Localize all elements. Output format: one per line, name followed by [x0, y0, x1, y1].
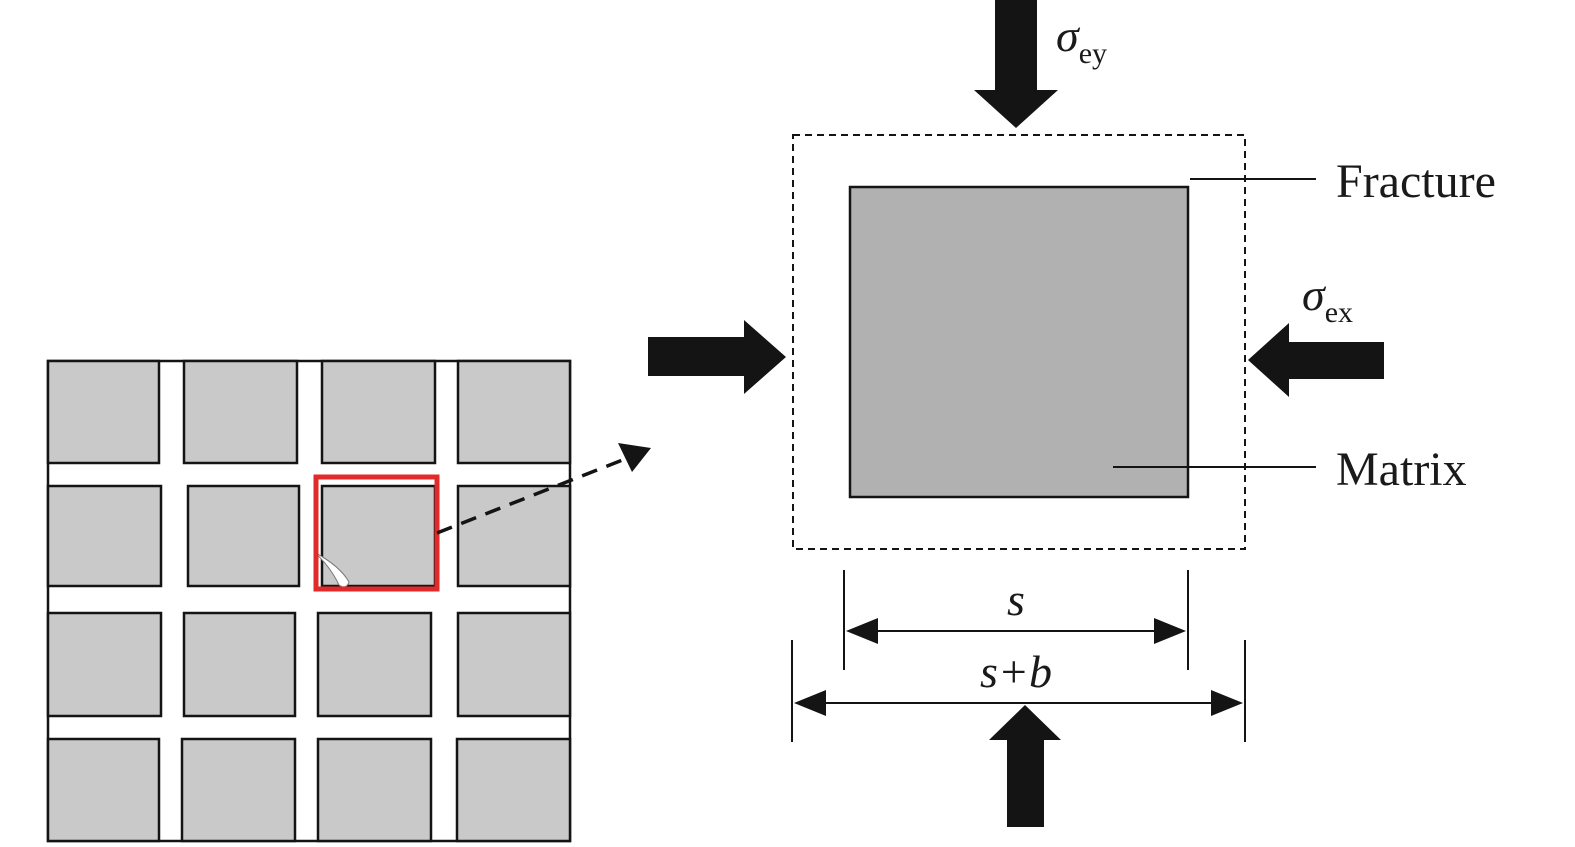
fracture-boundary [792, 134, 1246, 550]
matrix-block [182, 611, 297, 718]
stress-arrow-right [1248, 323, 1384, 397]
dim-sb-arrow-left [794, 690, 826, 716]
fractured-rock-grid [46, 359, 572, 843]
matrix-block-detail [848, 185, 1190, 499]
sigma-ex-label: σex [1302, 269, 1353, 329]
stress-arrow-bottom [989, 705, 1061, 827]
matrix-block [186, 484, 301, 588]
stress-arrow-left [648, 320, 786, 394]
dimension-s-plus-b [791, 640, 1246, 742]
stress-arrows [648, 0, 1384, 827]
dimension-s [843, 570, 1189, 670]
matrix-block [182, 359, 299, 465]
matrix-block [180, 737, 297, 843]
dim-s-arrow-left [846, 618, 878, 644]
matrix-block [320, 359, 437, 465]
dim-sb-label: s+b [980, 646, 1052, 697]
zoom-arrow [436, 443, 651, 535]
matrix-block [456, 611, 572, 718]
representative-element [792, 134, 1246, 550]
matrix-block [316, 737, 433, 843]
dim-sb-arrow-right [1211, 690, 1243, 716]
matrix-block [456, 484, 572, 588]
matrix-block [46, 359, 161, 465]
zoom-arrowhead [618, 443, 651, 472]
sigma-ey-label: σey [1056, 10, 1107, 70]
matrix-blocks [46, 359, 572, 843]
matrix-block [46, 484, 163, 588]
matrix-block [46, 737, 161, 843]
matrix-block [316, 611, 433, 718]
zoom-arrow-line [436, 457, 626, 535]
stress-arrow-top [974, 0, 1058, 128]
dim-s-label: s [1007, 574, 1025, 625]
matrix-label: Matrix [1336, 443, 1467, 496]
matrix-block [455, 737, 572, 843]
fracture-label: Fracture [1336, 155, 1496, 208]
matrix-block [46, 611, 163, 718]
matrix-block [456, 359, 572, 465]
dim-s-arrow-right [1154, 618, 1186, 644]
matrix-block [320, 484, 437, 588]
